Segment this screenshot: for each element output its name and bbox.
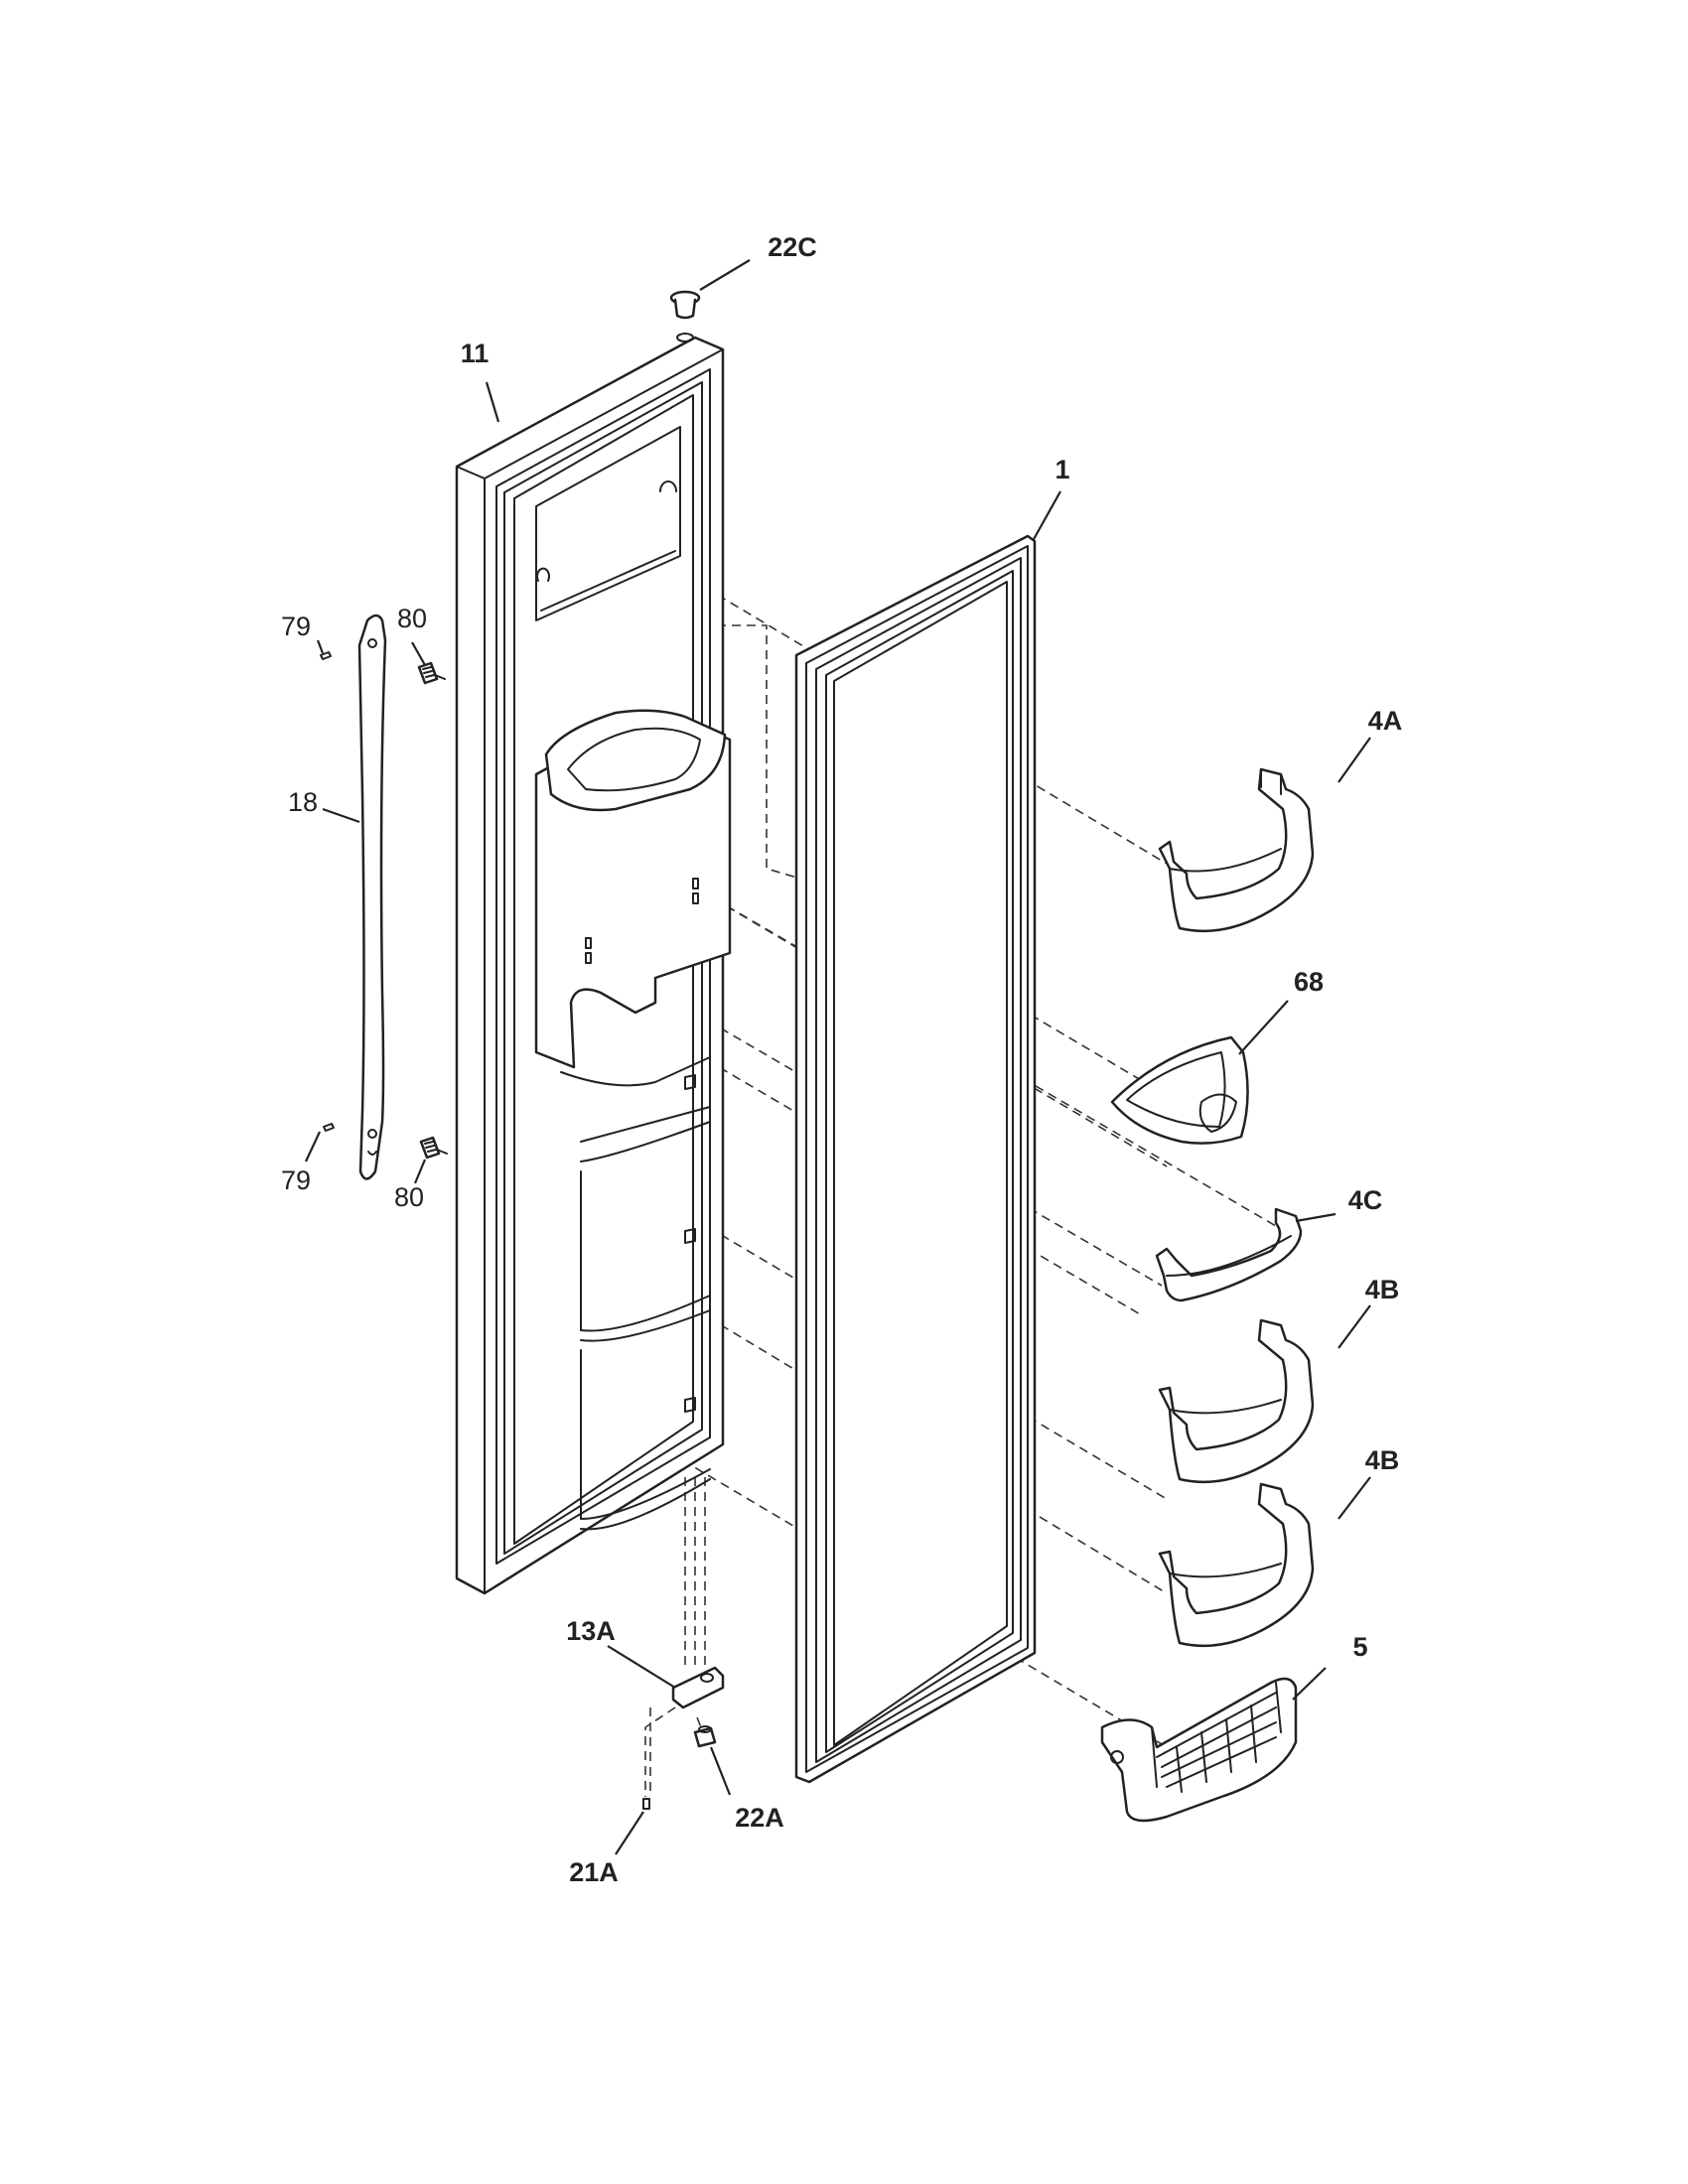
callout-door-cap: 22C bbox=[768, 232, 817, 262]
ice-chute-part bbox=[1110, 1035, 1249, 1145]
door-handle-part bbox=[357, 614, 387, 1180]
leader-lines bbox=[305, 259, 1371, 1855]
callout-handle: 18 bbox=[288, 787, 318, 817]
callout-ice-chute: 68 bbox=[1294, 967, 1324, 997]
door-bin-top-part bbox=[1158, 767, 1315, 933]
door-hinge-part bbox=[671, 1666, 725, 1709]
callout-bin-mid-2: 4B bbox=[1365, 1445, 1400, 1475]
door-gasket-part bbox=[794, 534, 1037, 1784]
door-bin-small-part bbox=[1155, 1207, 1303, 1302]
callout-bin-top: 4A bbox=[1368, 706, 1403, 736]
callout-gasket: 1 bbox=[1055, 455, 1069, 484]
callout-basket-bin: 5 bbox=[1352, 1632, 1367, 1662]
callout-handle-screw-top: 79 bbox=[281, 612, 311, 641]
handle-screw-top-part bbox=[320, 651, 332, 660]
callout-hinge: 13A bbox=[566, 1616, 616, 1646]
callout-bin-small: 4C bbox=[1348, 1185, 1383, 1215]
door-bin-mid-2-part bbox=[1158, 1482, 1315, 1648]
hinge-bushing-part bbox=[693, 1725, 717, 1748]
handle-screw-bottom-part bbox=[323, 1123, 335, 1132]
door-cap-part bbox=[669, 290, 701, 342]
callout-handle-screw-bottom: 79 bbox=[281, 1165, 311, 1195]
callout-handle-stud-top: 80 bbox=[397, 604, 427, 633]
door-bin-mid-1-part bbox=[1158, 1318, 1315, 1484]
handle-stud-top-part bbox=[417, 661, 446, 685]
handle-stud-bottom-part bbox=[419, 1136, 448, 1160]
door-outer-panel bbox=[455, 336, 732, 1595]
callout-door-outer: 11 bbox=[461, 339, 490, 368]
hinge-screw-part bbox=[642, 1798, 650, 1810]
callout-handle-stud-bottom: 80 bbox=[394, 1182, 424, 1212]
callout-bin-mid-1: 4B bbox=[1365, 1275, 1400, 1304]
callout-hinge-screw: 21A bbox=[569, 1857, 619, 1887]
door-basket-bin-part bbox=[1100, 1677, 1298, 1823]
callout-hinge-bushing: 22A bbox=[735, 1803, 784, 1833]
